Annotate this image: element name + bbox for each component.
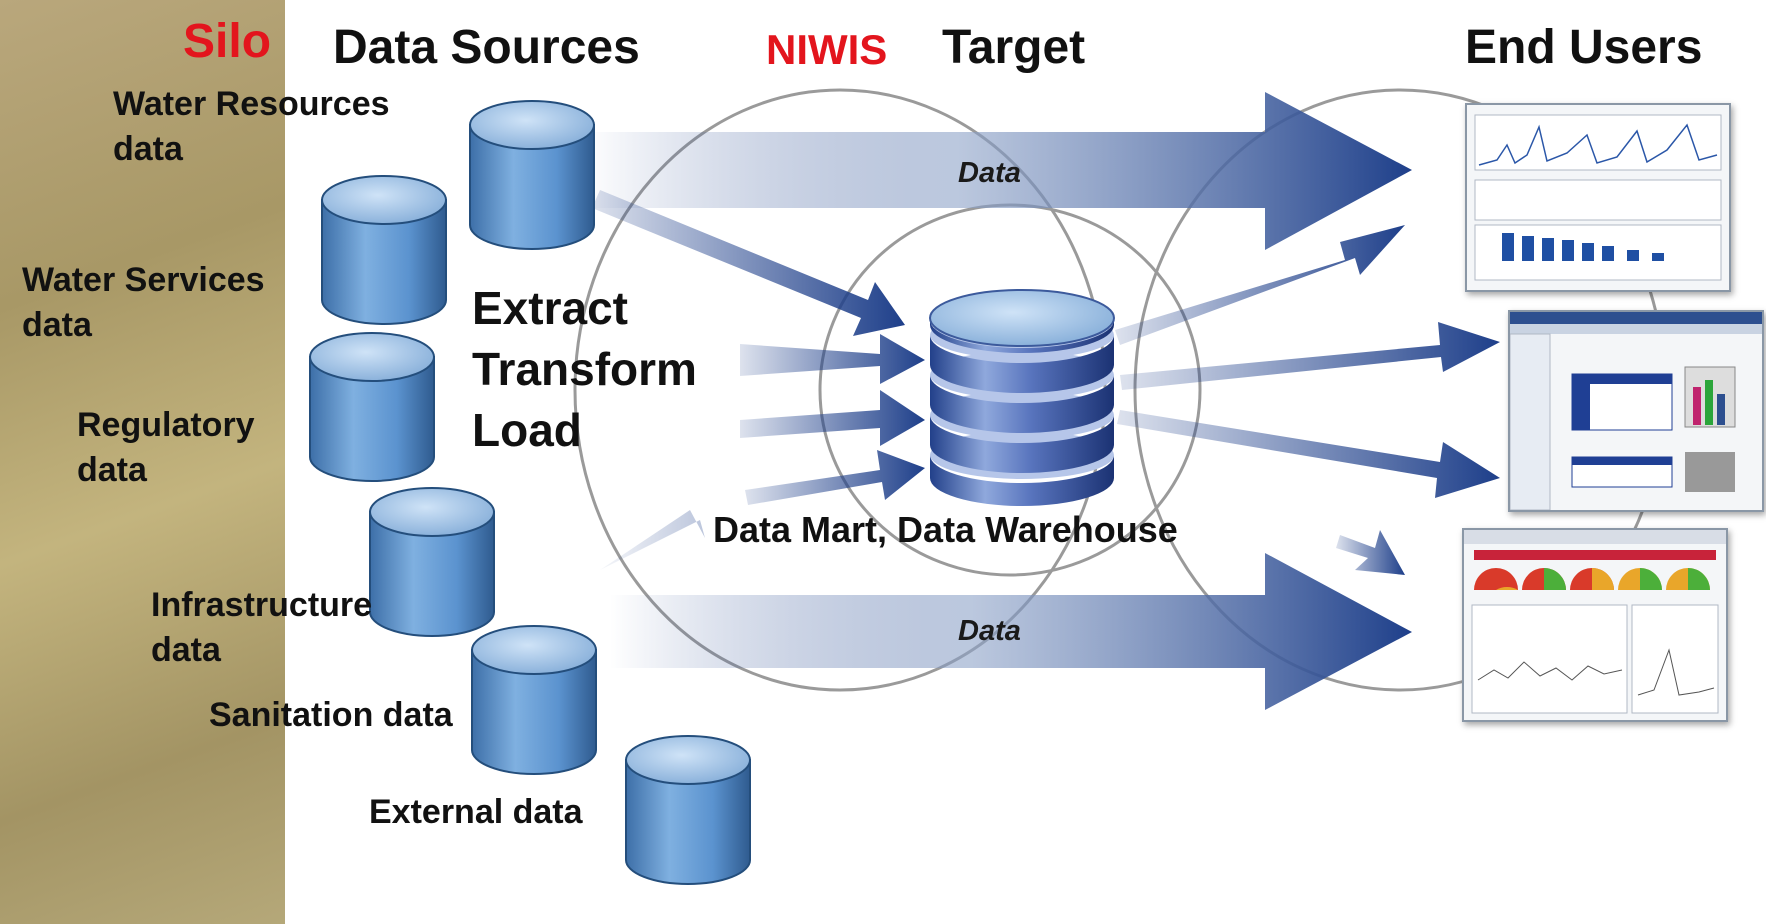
end-user-report-thumbnail-2: [1508, 310, 1764, 512]
source-label-external: External data: [369, 793, 583, 831]
regulatory-cylinder: [309, 332, 435, 482]
outbound-arrows: [1115, 225, 1500, 575]
source-label-sanitation: Sanitation data: [209, 696, 453, 734]
water-resources-cylinder: [469, 100, 595, 250]
source-label-water-resources: Water Resources data: [113, 85, 390, 168]
niwis-header: NIWIS: [766, 26, 888, 73]
source-cylinders: [309, 100, 751, 885]
infrastructure-cylinder: [369, 487, 495, 637]
target-header: Target: [942, 21, 1086, 74]
source-label-infrastructure: Infrastructure data: [151, 586, 373, 669]
silo-background-image: [0, 0, 285, 924]
end-users-header: End Users: [1465, 21, 1703, 74]
end-user-report-thumbnail-1: [1465, 103, 1731, 292]
data-warehouse-icon: [929, 289, 1115, 506]
source-label-regulatory: Regulatory data: [77, 406, 255, 489]
water-services-cylinder: [321, 175, 447, 325]
top-flow-label: Data: [958, 157, 1021, 189]
data-sources-header: Data Sources: [333, 21, 640, 74]
etl-label: Extract Transform Load: [472, 282, 697, 456]
data-warehouse-label: Data Mart, Data Warehouse: [713, 509, 1178, 550]
bottom-flow-label: Data: [958, 615, 1021, 647]
bottom-data-flow-arrow: [610, 553, 1412, 710]
top-data-flow-arrow: [585, 92, 1412, 250]
source-label-water-services: Water Services data: [22, 261, 265, 344]
inbound-arrows: [592, 190, 925, 570]
end-user-report-thumbnail-3: [1462, 528, 1728, 722]
silo-header: Silo: [183, 15, 272, 68]
sanitation-cylinder: [471, 625, 597, 775]
external-cylinder: [625, 735, 751, 885]
